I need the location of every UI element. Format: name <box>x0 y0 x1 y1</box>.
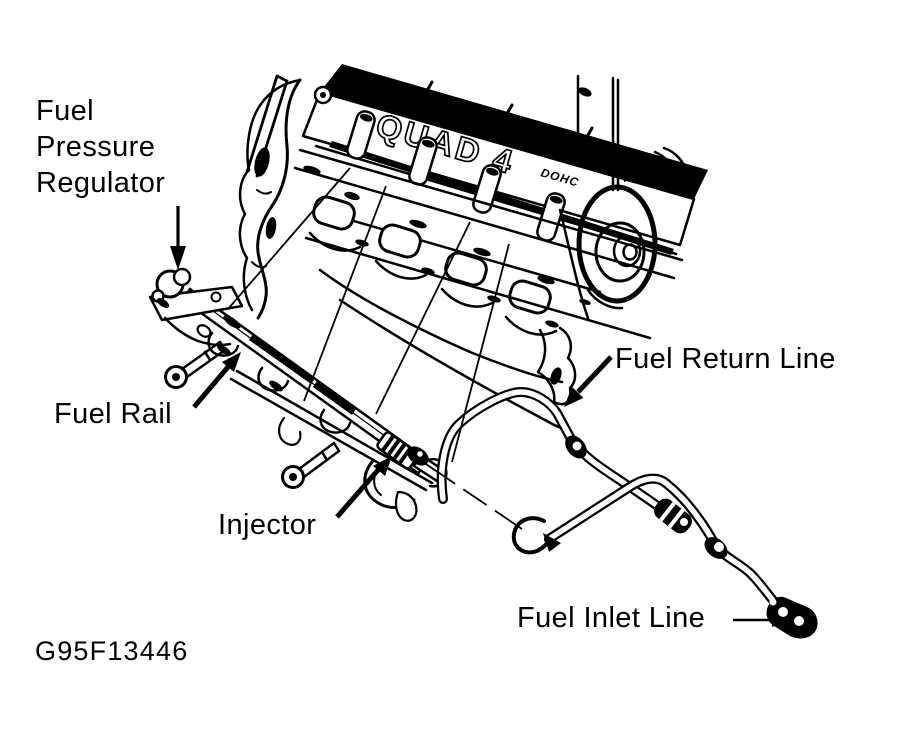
leader-injector-1 <box>227 167 351 310</box>
intake-ports <box>312 195 552 315</box>
injector <box>363 431 448 522</box>
label-fuel-rail: Fuel Rail <box>54 398 173 430</box>
rail-bolt-1 <box>164 340 227 389</box>
label-fuel-pressure-regulator: Fuel Pressure Regulator <box>36 95 166 199</box>
leader-injector-4 <box>451 243 510 463</box>
inlet-line-end-fitting <box>766 596 818 639</box>
cylinder-head <box>293 148 684 430</box>
return-line-connector <box>654 498 692 534</box>
label-injector: Injector <box>218 509 317 541</box>
regulator-arrow <box>170 206 186 270</box>
engine-mount <box>536 326 577 406</box>
leader-injector-2 <box>303 185 387 402</box>
leader-line-connection <box>416 457 523 530</box>
figure-code: G95F13446 <box>35 636 189 666</box>
line-fitting-upper <box>565 435 587 459</box>
line-clip-hook <box>511 516 561 555</box>
shading <box>303 165 591 328</box>
callout-arrows <box>170 206 790 627</box>
injector-arrow <box>335 456 392 519</box>
label-fuel-return-line: Fuel Return Line <box>615 343 836 375</box>
dipstick-tube <box>558 74 640 320</box>
fuel-rail-assembly <box>148 267 448 522</box>
rail-mount-edge <box>229 369 434 492</box>
fuel-return-line <box>436 387 672 518</box>
return-line-arrow <box>564 355 613 407</box>
label-fuel-inlet-line: Fuel Inlet Line <box>517 602 706 634</box>
valve-cover: QUAD 4 DOHC <box>301 64 708 256</box>
fuel-rail-arrow <box>192 352 241 409</box>
inlet-line-arrow <box>733 613 790 627</box>
fuel-lines <box>436 387 818 639</box>
rail-bolt-2 <box>281 441 341 489</box>
front-cover-housing <box>238 74 302 320</box>
line-fitting-lower <box>704 537 728 559</box>
crank-pulley <box>576 146 690 310</box>
engine-assembly: QUAD 4 DOHC <box>238 64 708 430</box>
leader-injector-3 <box>375 221 471 415</box>
leader-lines <box>227 167 523 530</box>
injector-clips <box>207 331 352 446</box>
